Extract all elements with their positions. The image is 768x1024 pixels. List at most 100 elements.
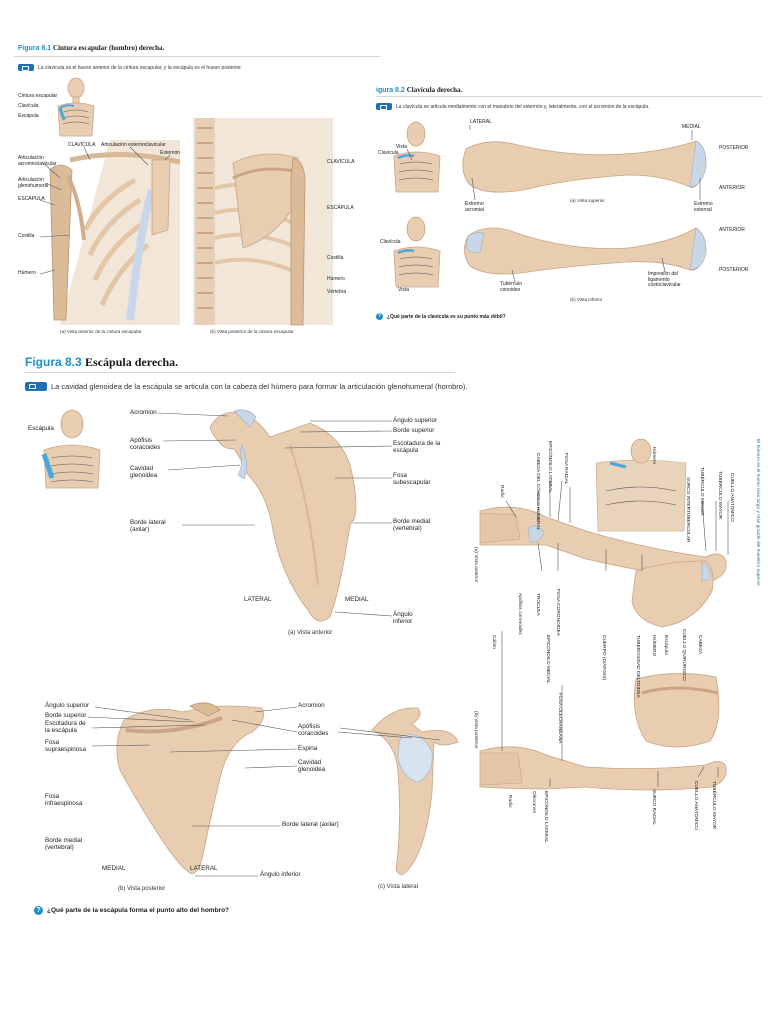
label-angulo-superior-a: Ángulo superior: [393, 417, 438, 424]
label-espina-b: Espina: [298, 745, 318, 752]
label-borde-lateral-b: Borde lateral (axilar): [282, 821, 339, 828]
label-humero-post: Húmero: [327, 276, 345, 282]
fig82-view-superior: (a) Vista superior: [570, 198, 605, 203]
label-escotadura-b: Escotadura de la escápula: [45, 720, 86, 734]
label-fosa-infraespinosa: Fosa infraespinosa: [45, 793, 83, 807]
label-borde-lateral-a: Borde lateral (axilar): [130, 519, 166, 533]
fig82-inset-bottom: [393, 216, 441, 288]
fig83-view-b: (b) Vista posterior: [118, 886, 166, 892]
fig82-clavicle-inferior: [464, 227, 707, 275]
label-apofisis-b: Apófisis coracoides: [298, 723, 329, 737]
fig83-anterior-scapula: [209, 409, 357, 622]
label-cintura-escapular: Cintura escapular: [18, 93, 58, 99]
label-impresion-ligamento: Impresión del ligamento costoclavicular: [648, 271, 681, 288]
fig81-number: Figura 8.1: [18, 45, 52, 52]
label-anterior-82b: ANTERIOR: [719, 227, 745, 233]
label-tuberculo-conoideo: Tubérculo conoideo: [500, 281, 523, 293]
fig83-lateral-scapula: [371, 707, 459, 875]
fig82-title-text: Clavícula derecha.: [406, 86, 463, 94]
fig82-inset-top: [393, 121, 441, 193]
label-escotadura-a: Escotadura de la escápula: [393, 440, 441, 454]
fig82-leader-lines: [406, 125, 701, 283]
label-clavicula-ant: CLAVÍCULA: [68, 142, 96, 148]
fig83-view-a: (a) Vista anterior: [288, 630, 333, 636]
label-angulo-inferior-b: Ángulo inferior: [260, 871, 301, 878]
label-acromion-b: Acromion: [298, 702, 325, 709]
label-art-glenohumeral: Articulación glenohumeral: [18, 177, 49, 189]
label-borde-superior-b: Borde superior: [45, 712, 87, 719]
label-extremo-acromial: Extremo acromial: [465, 201, 484, 213]
label-escapula-ant: ESCÁPULA: [18, 196, 45, 202]
label-posterior-82a: POSTERIOR: [719, 145, 749, 151]
label-angulo-inferior-a: Ángulo inferior: [393, 611, 413, 625]
fig83-posterior-scapula: [116, 702, 265, 875]
key-icon: [25, 382, 47, 391]
label-clavicula-inset: Clavícula: [18, 103, 39, 109]
label-cavidad-a: Cavidad glenoidea: [130, 465, 158, 479]
label-medial-82: MEDIAL: [682, 124, 701, 130]
label-apofisis-a: Apófisis coracoides: [130, 437, 161, 451]
label-art-esternoclavicular: Articulación esternoclavicular: [101, 142, 166, 148]
label-medial-a: MEDIAL: [345, 596, 369, 603]
key-icon: [376, 103, 392, 110]
fig82-number: igura 8.2: [376, 87, 405, 94]
fig83b-leader-lines: [87, 706, 441, 877]
fig83-number: Figura 8.3: [25, 355, 82, 369]
fig81-caption: La clavícula es el hueso anterior de la …: [18, 64, 242, 71]
fig81-title-text: Cintura escapular (hombro) derecha.: [53, 44, 165, 52]
label-fosa-subescapular: Fosa subescapular: [393, 472, 431, 486]
fig81-inset-skeleton: [57, 77, 95, 137]
label-vista-82a: Vista: [396, 144, 408, 150]
fig82-question-text: ¿Qué parte de la clavícula es su punto m…: [387, 313, 506, 320]
fig82-rule: [376, 96, 762, 97]
key-icon: [18, 64, 34, 71]
fig83-question-text: ¿Qué parte de la escápula forma el punto…: [47, 907, 230, 914]
label-extremo-esternal: Extremo esternal: [694, 201, 713, 213]
label-escapula-inset: Escápula: [18, 113, 39, 119]
label-borde-superior-a: Borde superior: [393, 427, 435, 434]
label-cavidad-b: Cavidad glenoidea: [298, 759, 326, 773]
question-icon: ?: [376, 313, 383, 320]
label-lateral-b: LATERAL: [190, 865, 218, 872]
fig82-clavicle-superior: [462, 140, 707, 193]
fig81-caption-text: La clavícula es el hueso anterior de la …: [38, 64, 243, 71]
fig81-posterior-drawing: [193, 118, 333, 326]
fig83-caption-text: La cavidad glenoidea de la escápula se a…: [51, 382, 468, 391]
fig81-view-a-caption: (a) Vista anterior de la cintura escapul…: [60, 329, 142, 334]
label-lateral-a: LATERAL: [244, 596, 272, 603]
label-anterior-82a: ANTERIOR: [719, 185, 745, 191]
fig83-caption: La cavidad glenoidea de la escápula se a…: [25, 382, 468, 391]
fig82-title: igura 8.2 Clavícula derecha.: [376, 86, 462, 94]
fig83-question: ? ¿Qué parte de la escápula forma el pun…: [34, 906, 229, 915]
label-angulo-superior-b: Ángulo superior: [45, 702, 90, 709]
fig84-drawing: [479, 438, 727, 791]
label-acromion-a: Acromion: [130, 409, 157, 416]
fig84-leader-lines: [501, 480, 729, 787]
fig83-rule: [25, 372, 455, 373]
label-humero-ant: Húmero: [18, 270, 36, 276]
label-clavicula-post: CLAVÍCULA: [327, 159, 355, 165]
fig83-title-text: Escápula derecha.: [85, 355, 179, 369]
fig82-question: ? ¿Qué parte de la clavícula es su punto…: [376, 313, 506, 320]
fig81-leader-lines: [39, 146, 171, 275]
fig81-rule: [14, 56, 380, 57]
label-medial-b: MEDIAL: [102, 865, 126, 872]
fig82-view-inferior: (b) Vista inferior: [570, 297, 603, 302]
fig83-title: Figura 8.3 Escápula derecha.: [25, 355, 178, 370]
label-borde-medial-a: Borde medial (vertebral): [393, 518, 431, 532]
label-posterior-82b: POSTERIOR: [719, 267, 749, 273]
label-fosa-supraespinosa: Fosa supraespinosa: [45, 739, 86, 753]
fig81-anterior-drawing: [49, 140, 181, 325]
fig82-caption-text: La clavícula se articula medialmente con…: [396, 103, 650, 110]
label-borde-medial-b: Borde medial (vertebral): [45, 837, 83, 851]
label-clavicula-82b: Clavícula: [380, 239, 401, 245]
label-lateral-82: LATERAL: [470, 119, 492, 125]
label-escapula-83: Escápula: [28, 425, 54, 432]
label-costilla-post: Costilla: [327, 255, 344, 261]
fig84-panel: El húmero es el hueso más largo y más gr…: [466, 421, 762, 851]
label-art-acromioclavicular: Articulación acromioclavicular: [18, 155, 57, 167]
question-icon: ?: [34, 906, 43, 915]
label-escapula-post: ESCÁPULA: [327, 205, 354, 211]
label-clavicula-82a: Clavícula: [378, 150, 399, 156]
label-vertebra-post: Vértebra: [327, 289, 347, 295]
